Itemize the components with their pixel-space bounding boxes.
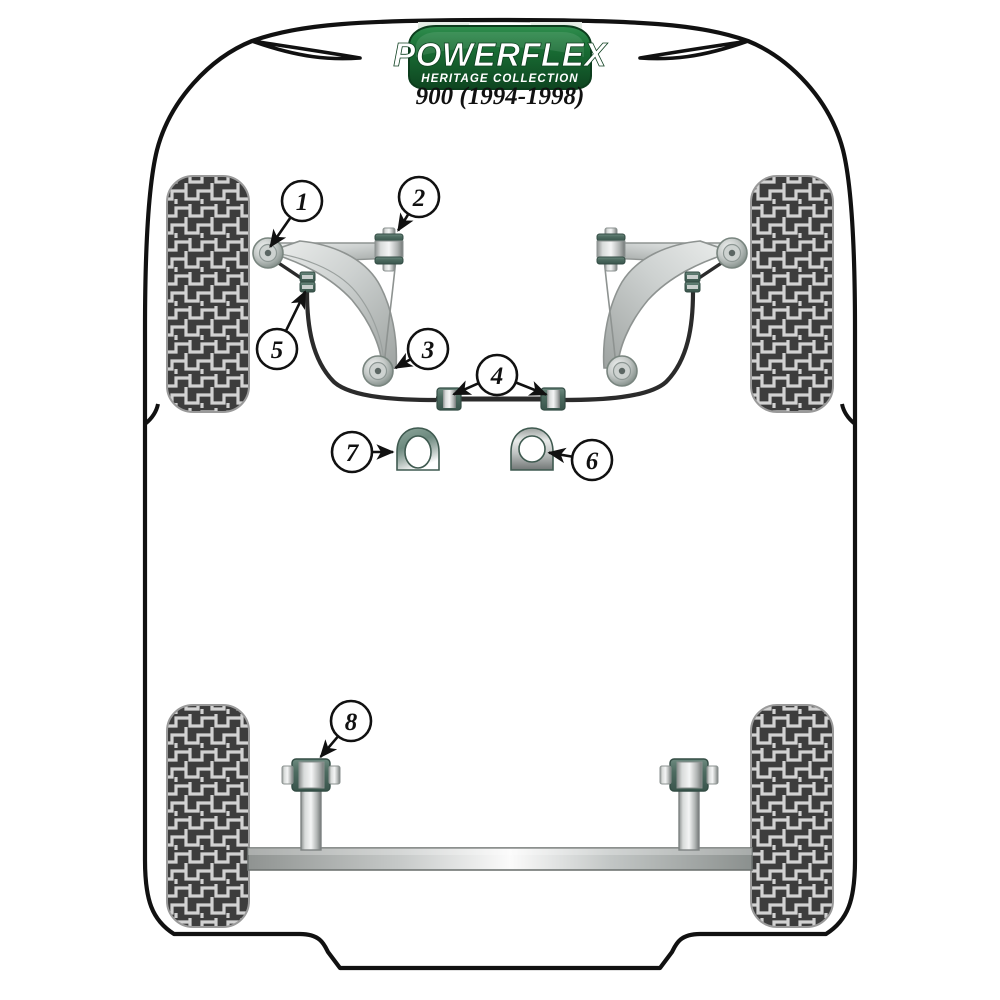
callout-5-bubble[interactable] [255, 327, 299, 371]
callout-4-leader-1 [452, 380, 479, 396]
rear-beam-axle [247, 758, 753, 871]
logo-title: POWERFLEX [393, 36, 608, 73]
callout-2-leader-1 [397, 212, 414, 232]
anti-roll-bar-bush-right [540, 387, 566, 411]
callout-1-label: 1 [296, 189, 309, 216]
front-right-rear-bush [596, 227, 626, 272]
callout-4[interactable]: 4 [452, 353, 548, 397]
callout-5[interactable]: 5 [255, 290, 307, 371]
callout-4-bubble[interactable] [475, 353, 519, 397]
callout-3-leader-1 [394, 352, 414, 370]
callout-1[interactable]: 1 [269, 179, 324, 248]
anti-roll-bar-d-bush-large [396, 427, 440, 471]
callout-6-bubble[interactable] [570, 438, 614, 482]
callout-8-bubble[interactable] [329, 699, 373, 743]
callout-layer: 1 2 3 4 5 6 7 8 [255, 175, 614, 759]
front-right-wishbone [563, 227, 748, 403]
callout-3[interactable]: 3 [394, 327, 450, 371]
callout-7-bubble[interactable] [330, 430, 374, 474]
front-right-tyre [750, 175, 834, 413]
rear-right-beam-bush [659, 758, 719, 792]
powerflex-logo: POWERFLEX HERITAGE COLLECTION [393, 22, 608, 90]
callout-1-leader-1 [269, 217, 292, 248]
callout-7-label: 7 [346, 440, 360, 467]
front-left-track-rod-bush [299, 271, 316, 293]
callout-2-label: 2 [412, 185, 426, 212]
logo-subtitle: HERITAGE COLLECTION [421, 73, 578, 85]
front-right-lower-ball-joint [606, 355, 638, 387]
callout-2[interactable]: 2 [397, 175, 441, 232]
rear-left-beam-bush [281, 758, 341, 792]
front-left-rear-bush [374, 227, 404, 272]
rear-right-tyre [750, 704, 834, 928]
callout-5-leader-1 [285, 290, 307, 331]
callout-4-label: 4 [490, 363, 504, 390]
callout-5-label: 5 [271, 337, 284, 364]
front-right-track-rod-bush [684, 271, 701, 293]
callout-7[interactable]: 7 [330, 430, 395, 474]
front-left-outer-ball-joint [252, 237, 284, 269]
callout-2-bubble[interactable] [397, 175, 441, 219]
callout-8[interactable]: 8 [319, 699, 373, 759]
front-left-tyre [166, 175, 250, 413]
vehicle-outline [142, 17, 858, 971]
callout-6[interactable]: 6 [547, 438, 614, 482]
rear-left-tyre [166, 704, 250, 928]
callout-6-leader-1 [547, 447, 572, 464]
callout-8-leader-1 [319, 736, 339, 759]
callout-4-leader-2 [516, 381, 548, 396]
model-title: 900 (1994-1998) [416, 83, 585, 110]
front-right-outer-ball-joint [716, 237, 748, 269]
callout-1-bubble[interactable] [280, 179, 324, 223]
callout-3-bubble[interactable] [406, 327, 450, 371]
callout-8-label: 8 [345, 709, 358, 736]
front-left-lower-ball-joint [362, 355, 394, 387]
callout-6-label: 6 [586, 448, 599, 475]
anti-roll-bar-d-bush-small [510, 427, 554, 471]
callout-3-label: 3 [421, 337, 435, 364]
